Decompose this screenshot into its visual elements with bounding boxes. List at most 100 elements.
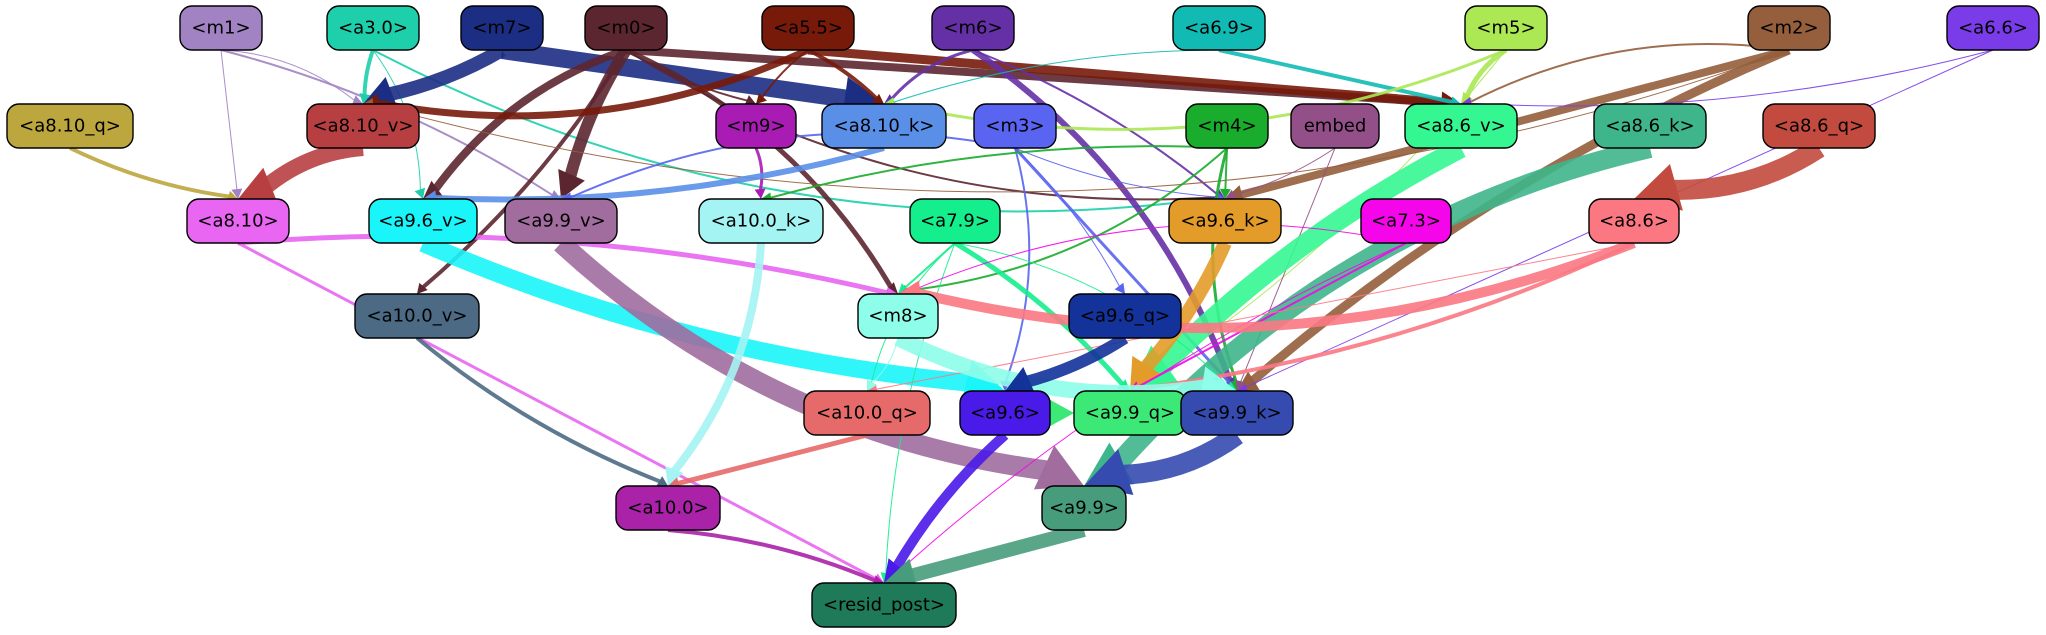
edge-a5_5-to-a8_10_v: [374, 46, 810, 120]
edge-a8_6-to-m8: [914, 238, 1636, 334]
node-a9-6[interactable]: <a9.6>: [959, 390, 1051, 436]
node-a8-10-q[interactable]: <a8.10_q>: [6, 103, 134, 149]
node-a8-6-k[interactable]: <a8.6_k>: [1593, 103, 1707, 149]
node-label: <a9.9_v>: [516, 211, 605, 232]
edge-a8_10_v-to-a8_10: [258, 140, 364, 195]
node-label: <a5.5>: [773, 18, 843, 39]
node-label: <a6.6>: [1958, 18, 2028, 39]
node-label: <a8.6_k>: [1605, 116, 1694, 137]
arrowhead-a9_6-to-resid_post: [884, 558, 908, 583]
node-a10-0[interactable]: <a10.0>: [615, 485, 721, 531]
edge-a9_6-to-resid_post: [890, 431, 1009, 572]
node-label: <a7.3>: [1371, 211, 1441, 232]
node-a10-0-v[interactable]: <a10.0_v>: [354, 293, 480, 339]
node-a8-10-k[interactable]: <a8.10_k>: [821, 103, 947, 149]
node-a8-10[interactable]: <a8.10>: [186, 198, 290, 244]
node-m3[interactable]: <m3>: [973, 103, 1057, 149]
edge-a7_3-to-m8: [905, 223, 1407, 294]
edge-a5_5-to-m9: [760, 49, 809, 99]
arrowhead-a9_6_q-to-a9_6: [1005, 367, 1036, 394]
arrowhead-a9_9_k-to-a9_9: [1084, 449, 1134, 496]
node-resid-post[interactable]: <resid_post>: [811, 582, 957, 628]
node-box: [1290, 103, 1380, 149]
node-box: [811, 582, 957, 628]
arrowhead-m0-to-a9_6_v: [423, 180, 443, 199]
node-m2[interactable]: <m2>: [1747, 5, 1831, 51]
node-label: <a8.6_v>: [1416, 116, 1505, 137]
node-a6-6[interactable]: <a6.6>: [1946, 5, 2040, 51]
node-label: <resid_post>: [823, 595, 945, 616]
edge-a7_3-to-a9_9_q: [1136, 242, 1407, 389]
edge-a8_10_k-to-a9_6_v: [433, 145, 885, 203]
node-box: [1593, 103, 1707, 149]
node-m9[interactable]: <m9>: [715, 103, 797, 149]
arrowhead-a10_0_k-to-a10_0: [665, 466, 684, 486]
node-m4[interactable]: <m4>: [1185, 103, 1269, 149]
node-m1[interactable]: <m1>: [179, 5, 263, 51]
node-label: <a9.9>: [1049, 498, 1119, 519]
edge-a6_6-to-a8_6_v: [1468, 49, 1994, 107]
node-a7-9[interactable]: <a7.9>: [909, 198, 1001, 244]
node-a5-5[interactable]: <a5.5>: [761, 5, 855, 51]
edge-m4-to-m8: [905, 147, 1228, 292]
node-label: embed: [1304, 116, 1367, 137]
node-a8-10-v[interactable]: <a8.10_v>: [306, 103, 420, 149]
arrowhead-a8_10_v-to-a8_10: [238, 167, 278, 204]
node-m7[interactable]: <m7>: [460, 5, 544, 51]
node-box: [931, 5, 1015, 51]
node-a6-9[interactable]: <a6.9>: [1172, 5, 1266, 51]
node-a9-9-k[interactable]: <a9.9_k>: [1180, 390, 1294, 436]
node-box: [1464, 5, 1548, 51]
node-box: [1068, 293, 1182, 339]
node-label: <m0>: [596, 18, 655, 39]
node-a9-6-v[interactable]: <a9.6_v>: [368, 198, 478, 244]
node-m0[interactable]: <m0>: [584, 5, 668, 51]
node-box: [584, 5, 668, 51]
node-a8-6[interactable]: <a8.6>: [1588, 198, 1680, 244]
node-label: <a6.9>: [1184, 18, 1254, 39]
node-a7-3[interactable]: <a7.3>: [1360, 198, 1452, 244]
node-a9-9-v[interactable]: <a9.9_v>: [504, 198, 618, 244]
edge-a8_10_q-to-a8_10: [69, 146, 231, 199]
node-box: [186, 198, 290, 244]
node-a9-6-q[interactable]: <a9.6_q>: [1068, 293, 1182, 339]
node-label: <a8.10_k>: [834, 116, 935, 137]
node-label: <m7>: [472, 18, 531, 39]
edge-a5_5-to-a8_6_v: [807, 45, 1446, 108]
edge-m3-to-a9_6_k: [1014, 147, 1218, 198]
node-a10-0-k[interactable]: <a10.0_k>: [698, 198, 824, 244]
node-box: [1747, 5, 1831, 51]
edge-a3_0-to-a9_6_k: [372, 49, 1218, 213]
edge-a6_9-to-a8_6_v: [1218, 48, 1454, 105]
node-a9-9-q[interactable]: <a9.9_q>: [1073, 390, 1187, 436]
edge-m0-to-a9_6_v: [431, 46, 628, 194]
node-a9-6-k[interactable]: <a9.6_k>: [1168, 198, 1282, 244]
node-label: <a10.0_k>: [711, 211, 812, 232]
node-box: [1041, 485, 1127, 531]
edge-a9_6_k-to-a9_9_q: [1138, 240, 1232, 375]
node-a3-0[interactable]: <a3.0>: [326, 5, 420, 51]
node-embed[interactable]: embed: [1290, 103, 1380, 149]
node-box: [1168, 198, 1282, 244]
node-a8-6-v[interactable]: <a8.6_v>: [1404, 103, 1518, 149]
node-label: <a9.9_q>: [1085, 403, 1175, 424]
node-box: [821, 103, 947, 149]
node-m8[interactable]: <m8>: [857, 293, 939, 339]
edge-a10_0_q-to-a10_0: [675, 432, 868, 487]
node-m6[interactable]: <m6>: [931, 5, 1015, 51]
node-box: [6, 103, 134, 149]
node-a10-0-q[interactable]: <a10.0_q>: [803, 390, 931, 436]
node-label: <a9.6_v>: [378, 211, 467, 232]
arrowhead-a9_6-to-a9_9_q: [1043, 396, 1074, 430]
node-box: [615, 485, 721, 531]
node-box: [857, 293, 939, 339]
edge-a9_9-to-resid_post: [906, 523, 1086, 584]
node-box: [803, 390, 931, 436]
node-a9-9[interactable]: <a9.9>: [1041, 485, 1127, 531]
node-a8-6-q[interactable]: <a8.6_q>: [1762, 103, 1876, 149]
edge-m9-to-a10_0_k: [754, 147, 764, 192]
node-m5[interactable]: <m5>: [1464, 5, 1548, 51]
edge-a7_9-to-a9_9_q: [953, 240, 1126, 387]
edge-m2-to-a8_10_v: [370, 49, 1790, 193]
